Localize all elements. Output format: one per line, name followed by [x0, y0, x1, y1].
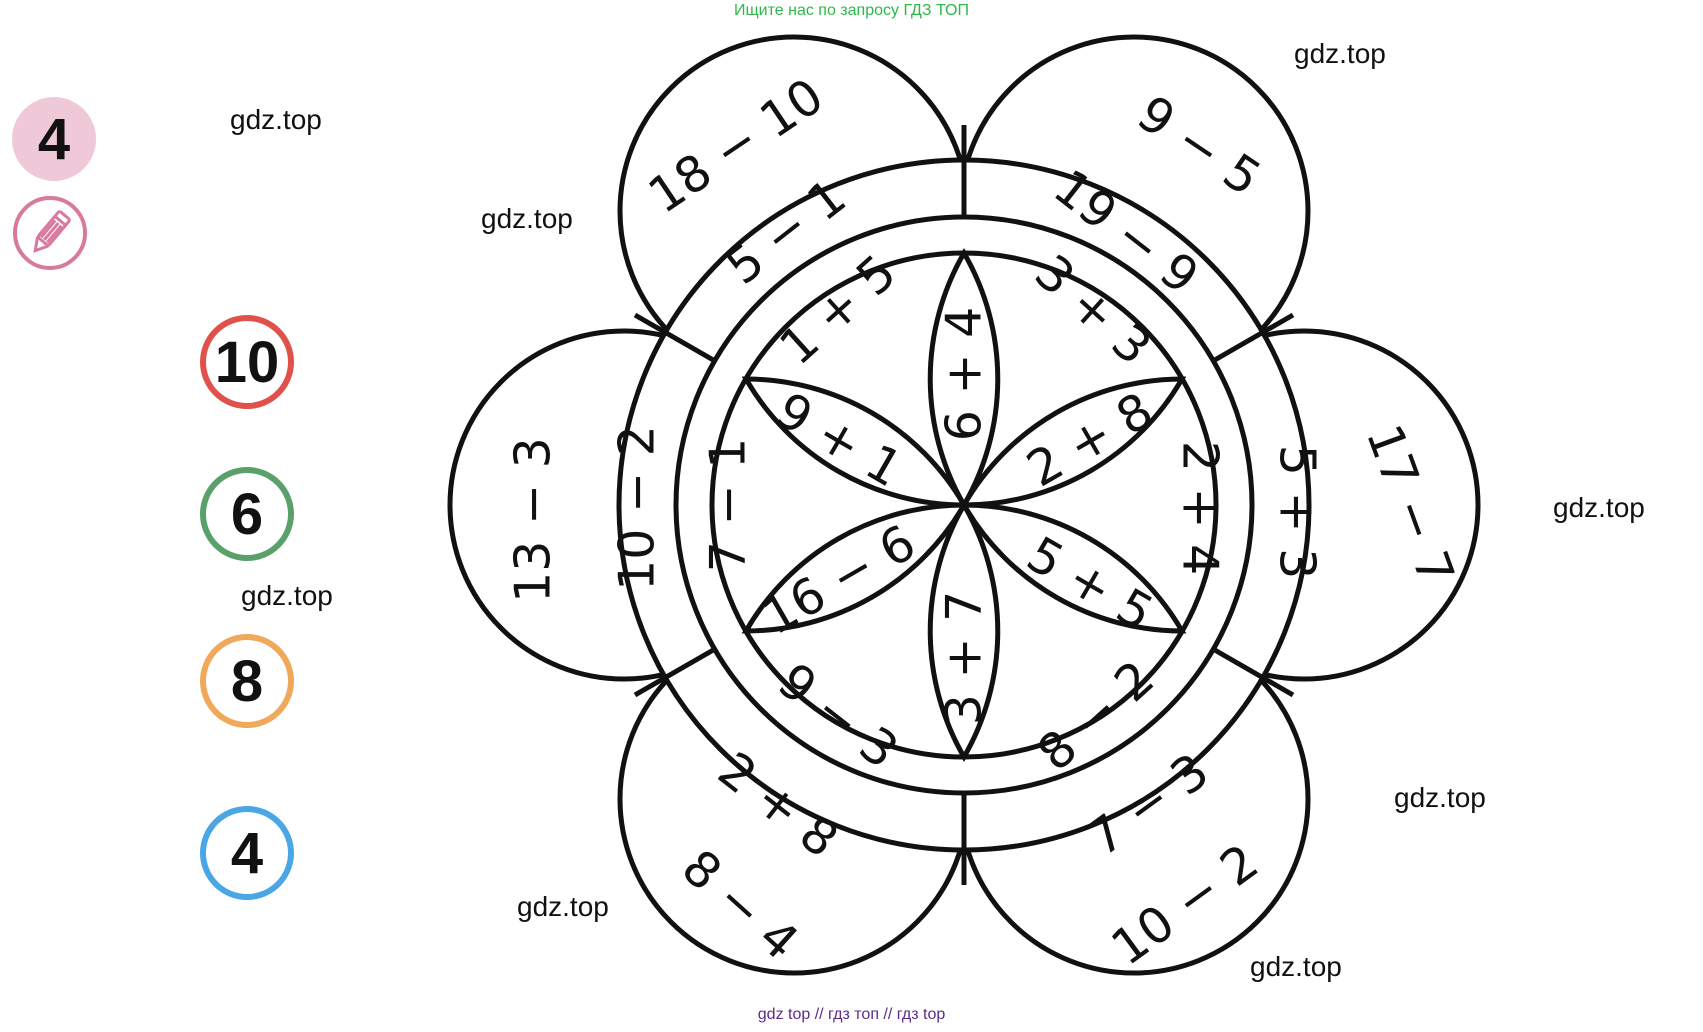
expression-label: 6 + 4	[936, 307, 993, 442]
expression-label: 3 + 7	[936, 591, 993, 726]
watermark: gdz.top	[1394, 782, 1486, 813]
color-key-value: 4	[230, 820, 264, 886]
divider-line	[633, 646, 717, 698]
inner-petal-lower-left	[741, 502, 967, 634]
pencil-icon	[13, 196, 87, 270]
expression-label: 2 + 8	[1017, 382, 1162, 499]
color-key-4: 4	[200, 806, 294, 900]
inner-petal-bottom	[927, 503, 1001, 763]
expression-label: 10 − 2	[609, 425, 666, 591]
inner-petal-upper-right	[961, 376, 1187, 508]
expression-label: 8 − 4	[671, 839, 809, 971]
task-number: 4	[37, 106, 71, 172]
color-key-8: 8	[200, 634, 294, 728]
expression-label: 2 + 4	[1172, 441, 1229, 576]
color-key-value: 6	[230, 481, 264, 547]
watermark: gdz.top	[230, 104, 322, 135]
divider-line	[1211, 646, 1295, 698]
expression-label: 13 − 3	[505, 437, 562, 603]
color-key-value: 8	[230, 648, 264, 714]
watermark: gdz.top	[517, 891, 609, 922]
color-key-6: 6	[200, 467, 294, 561]
footer-banner: gdz top // гдз топ // гдз top	[757, 1006, 946, 1023]
watermark: gdz.top	[1250, 951, 1342, 982]
task-number-badge: 4	[12, 97, 96, 181]
expression-label: 5 + 5	[1017, 526, 1162, 643]
divider-line	[1211, 312, 1295, 364]
inner-petal-top	[927, 247, 1001, 507]
watermark: gdz.top	[1553, 492, 1645, 523]
watermark: gdz.top	[241, 580, 333, 611]
watermark: gdz.top	[1294, 38, 1386, 69]
color-key-value: 10	[214, 329, 280, 395]
watermark: gdz.top	[481, 203, 573, 234]
expression-label: 7 − 1	[700, 438, 757, 573]
divider-line	[633, 312, 717, 364]
expression-label: 5 + 3	[1269, 445, 1326, 580]
search-banner: Ищите нас по запросу ГДЗ ТОП	[734, 2, 969, 19]
inner-petal-lower-right	[961, 502, 1187, 634]
expression-label: 17 − 7	[1355, 417, 1465, 592]
color-key-10: 10	[200, 315, 294, 409]
expression-label: 9 − 3	[767, 652, 908, 780]
expression-label: 9 − 5	[1127, 85, 1270, 208]
inner-petal-upper-left	[741, 376, 967, 508]
